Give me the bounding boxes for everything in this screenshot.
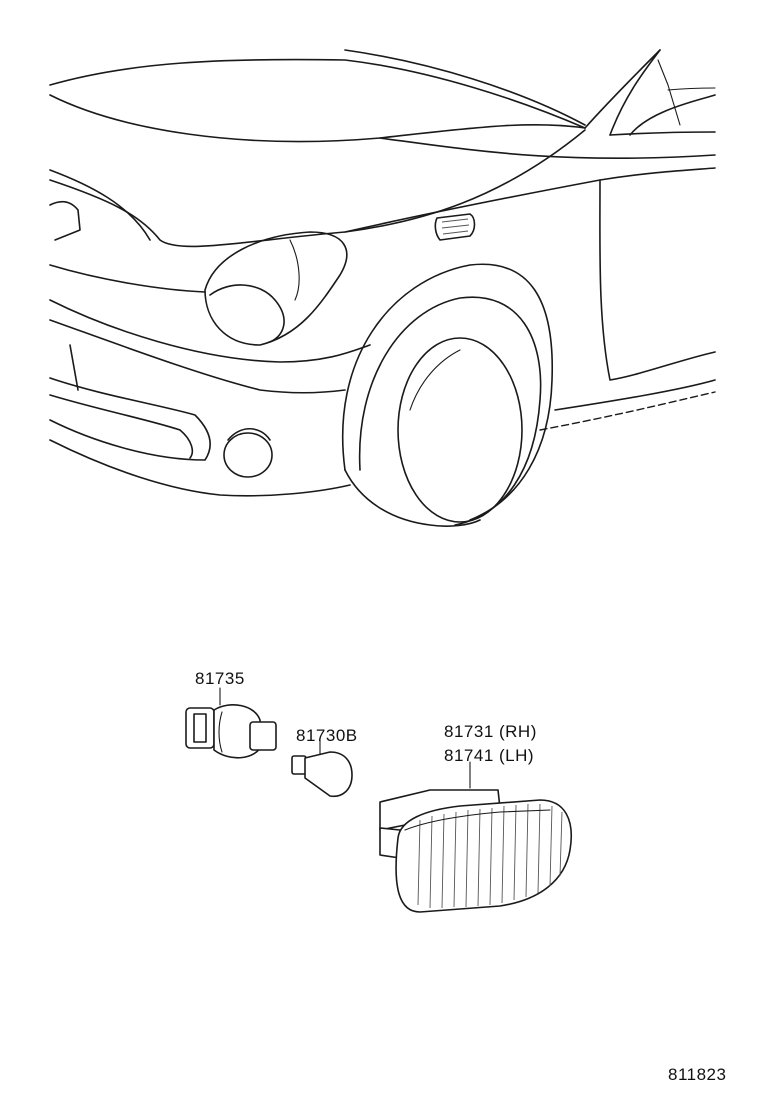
side-marker-lamp-part bbox=[379, 761, 572, 913]
car-front-illustration bbox=[49, 49, 716, 527]
illustration-code: 811823 bbox=[668, 1065, 726, 1084]
part-number-socket: 81735 bbox=[195, 669, 245, 688]
socket-part bbox=[185, 687, 277, 759]
part-number-lamp-rh: 81731 (RH) bbox=[444, 722, 537, 741]
part-number-lamp-lh: 81741 (LH) bbox=[444, 746, 534, 765]
bulb-part bbox=[291, 739, 353, 798]
part-number-bulb: 81730B bbox=[296, 726, 358, 745]
